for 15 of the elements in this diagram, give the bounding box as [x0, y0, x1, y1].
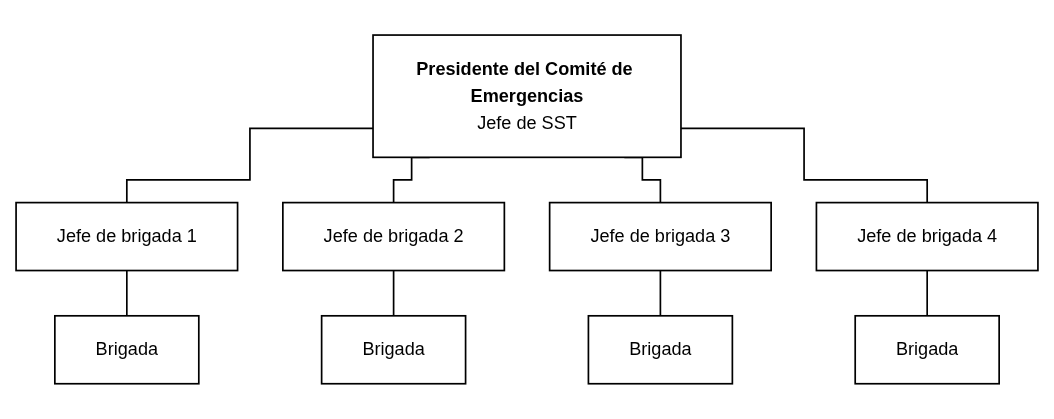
node-box: Jefe de brigada 3	[548, 201, 772, 272]
node-box: Brigada	[587, 315, 734, 385]
connector	[926, 269, 929, 317]
connector	[392, 269, 395, 317]
connector	[125, 269, 128, 317]
node-box: Brigada	[320, 315, 467, 385]
node-box: Jefe de brigada 2	[282, 201, 506, 272]
node-box: Brigada	[854, 315, 1000, 385]
connector	[680, 127, 929, 204]
node-box: Presidente del Comité de Emergencias Jefe de SST	[372, 34, 682, 159]
node-box: Jefe de brigada 1	[15, 201, 239, 272]
node-box: Jefe de brigada 4	[815, 201, 1039, 272]
connector	[125, 127, 374, 204]
node-box: Brigada	[54, 315, 200, 385]
connector	[659, 269, 662, 317]
